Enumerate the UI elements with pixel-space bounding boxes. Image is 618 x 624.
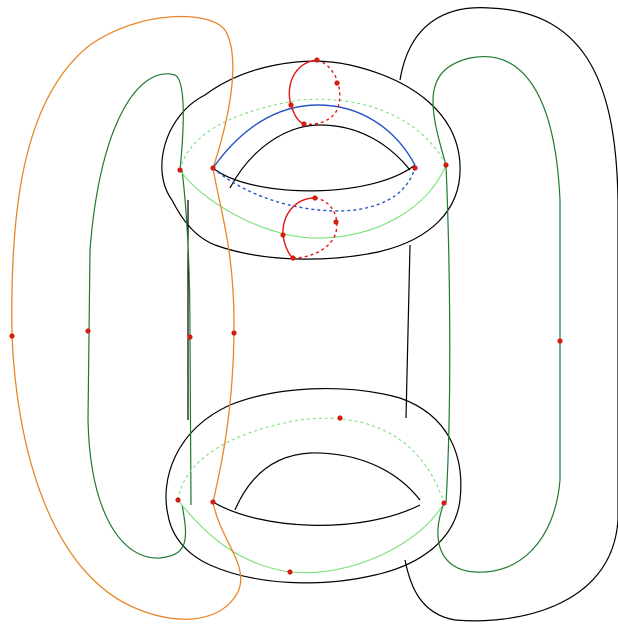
marked-point [337, 415, 342, 420]
marked-point [412, 165, 417, 170]
dark-green-right-vertical [446, 165, 450, 503]
marked-point [290, 255, 295, 260]
marked-point [301, 121, 306, 126]
marked-points [9, 57, 562, 574]
marked-point [210, 499, 215, 504]
top-torus-outer [162, 61, 460, 259]
blue-dashed-arc [213, 168, 415, 211]
marked-point [557, 338, 562, 343]
light-green-bottom-back [178, 418, 444, 503]
marked-point [231, 330, 236, 335]
dark-green-left-vertical-top [182, 170, 190, 337]
marked-point [9, 333, 14, 338]
top-torus-hole-arc [230, 125, 410, 188]
red-upper-circle-front [289, 60, 317, 124]
marked-point [312, 195, 317, 200]
marked-point [314, 57, 319, 62]
marked-point [334, 80, 339, 85]
bottom-torus-outer [166, 389, 461, 583]
marked-point [177, 167, 182, 172]
marked-point [441, 500, 446, 505]
light-green-bottom-front [178, 500, 444, 573]
marked-point [288, 102, 293, 107]
top-torus-inner-lip [213, 165, 415, 191]
bottom-torus-hole-arc [235, 453, 420, 510]
red-lower-circle-front [283, 198, 315, 258]
marked-point [85, 328, 90, 333]
marked-point [187, 334, 192, 339]
dark-green-left-loop [88, 74, 186, 558]
marked-point [175, 497, 180, 502]
bottom-torus-inner-lip [213, 502, 420, 525]
orange-loop [12, 16, 241, 619]
marked-point [210, 165, 215, 170]
marked-point [287, 569, 292, 574]
dark-green-right-loop [433, 57, 560, 573]
marked-point [280, 232, 285, 237]
marked-point [333, 219, 338, 224]
blue-solid-arc [213, 105, 415, 168]
marked-point [443, 162, 448, 167]
dark-green-left-vertical [190, 337, 191, 505]
red-upper-circle-back [304, 60, 340, 124]
tube-right-side [406, 245, 410, 418]
